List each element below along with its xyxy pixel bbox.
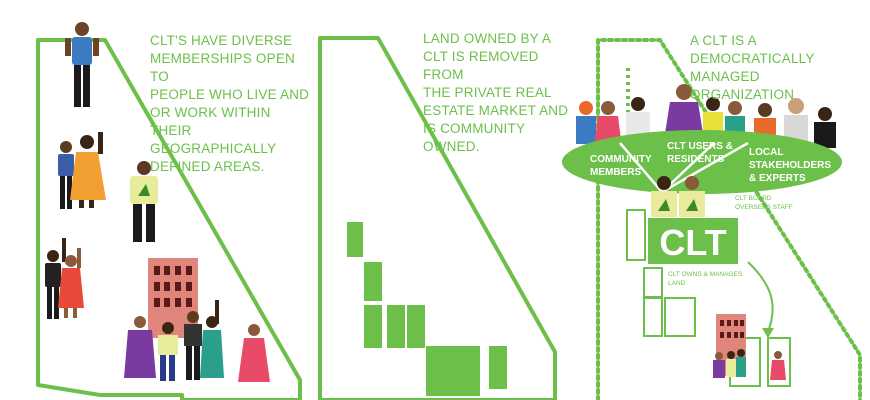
svg-text:LAND: LAND [668, 280, 686, 287]
board-note: CLT BOARD OVERSEES STAFF [735, 195, 793, 211]
svg-text:CLT USERS &: CLT USERS & [667, 141, 733, 152]
svg-text:LOCAL: LOCAL [749, 147, 783, 158]
label-clt-users-residents: CLT USERS & RESIDENTS [667, 141, 733, 165]
panel-2-land-ownership [318, 36, 557, 400]
svg-text:OVERSEES STAFF: OVERSEES STAFF [735, 204, 793, 211]
person-group-icon [58, 132, 106, 209]
office-outline [626, 209, 646, 261]
panel-3-caption: A CLT IS A DEMOCRATICALLY MANAGED ORGANI… [690, 33, 815, 102]
clt-logo-text: CLT [659, 222, 726, 263]
person-crowd-icon [124, 300, 270, 382]
management-arrow [747, 261, 774, 333]
board-members-icon [651, 176, 705, 217]
land-parcels [347, 222, 507, 396]
panel-3-governance: COMMUNITY MEMBERS CLT USERS & RESIDENTS … [562, 38, 862, 400]
panel-2-caption: LAND OWNED BY A CLT IS REMOVED FROM THE … [423, 31, 569, 154]
svg-text:STAKEHOLDERS: STAKEHOLDERS [749, 160, 831, 171]
label-local-stakeholders: LOCAL STAKEHOLDERS & EXPERTS [749, 147, 831, 184]
svg-text:CLT BOARD: CLT BOARD [735, 195, 772, 202]
panel-1-area-outline [36, 38, 302, 400]
clt-logo-box [648, 218, 738, 264]
person-icon [130, 161, 158, 242]
person-icon [65, 22, 99, 107]
svg-text:RESIDENTS: RESIDENTS [667, 154, 725, 165]
person-group-icon [45, 238, 84, 319]
panel-1-membership [36, 22, 302, 400]
label-community-members: COMMUNITY MEMBERS [590, 154, 652, 178]
organization-ellipse [562, 130, 842, 194]
svg-text:COMMUNITY: COMMUNITY [590, 154, 652, 165]
svg-text:CLT OWNS & MANAGES: CLT OWNS & MANAGES [668, 271, 743, 278]
apartment-building-icon [713, 314, 786, 380]
panel-1-caption: CLT'S HAVE DIVERSE MEMBERSHIPS OPEN TO P… [150, 33, 310, 174]
land-note: CLT OWNS & MANAGES LAND [668, 271, 743, 287]
svg-text:MEMBERS: MEMBERS [590, 167, 641, 178]
panel-2-area-outline [318, 36, 557, 400]
svg-text:& EXPERTS: & EXPERTS [749, 173, 806, 184]
